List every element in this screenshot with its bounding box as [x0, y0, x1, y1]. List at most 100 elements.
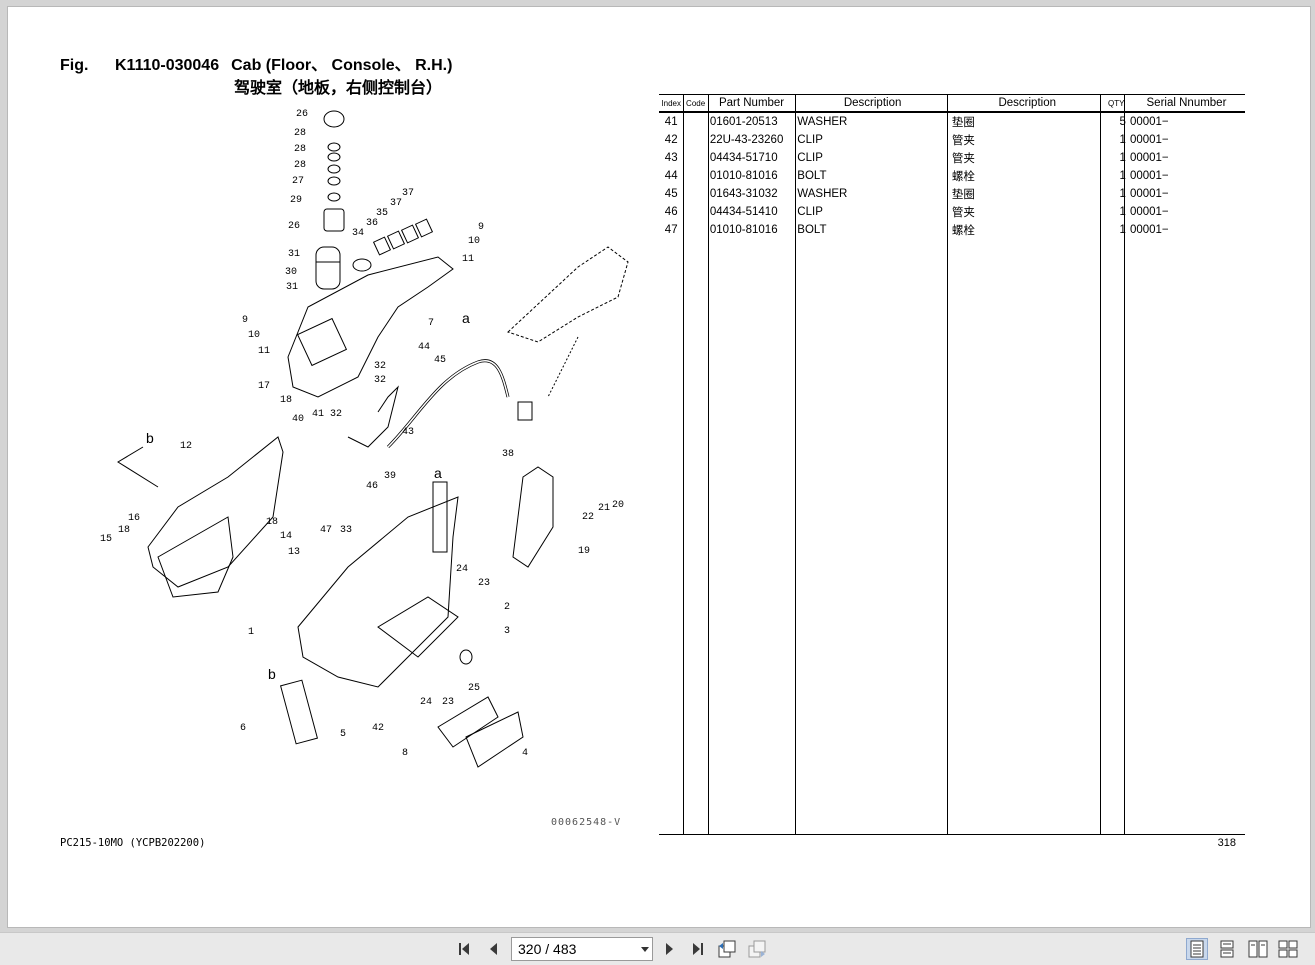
- cell-index: 41: [664, 116, 678, 128]
- drawing-number: 00062548-V: [551, 817, 622, 828]
- callout-label: 38: [502, 449, 514, 460]
- callout-label: 45: [434, 355, 446, 366]
- callout-label: 26: [288, 221, 300, 232]
- callout-label: 47: [320, 525, 332, 536]
- callout-label: 31: [286, 282, 298, 293]
- pointer-b: [117, 446, 159, 488]
- single-page-view-icon: [1190, 940, 1204, 958]
- next-view-button[interactable]: [746, 938, 768, 960]
- cell-index: 44: [664, 170, 678, 182]
- cell-part-number: 04434-51710: [709, 152, 778, 164]
- callout-label: 24: [456, 564, 468, 575]
- previous-view-button[interactable]: [716, 938, 738, 960]
- callout-label: a: [434, 465, 442, 481]
- table-row: 43 04434-51710 CLIP 管夹 1 00001−: [659, 149, 1245, 167]
- previous-view-icon: [718, 940, 736, 958]
- cell-description-cn: 垫圈: [951, 117, 975, 129]
- next-page-button[interactable]: [658, 938, 680, 960]
- model-label: PC215-10MO (YCPB202200): [60, 837, 206, 849]
- facing-view-button[interactable]: [1247, 938, 1269, 960]
- callout-label: 12: [180, 441, 192, 452]
- callout-label: 7: [428, 318, 434, 329]
- callout-label: 5: [340, 729, 346, 740]
- callout-label: a: [462, 310, 470, 326]
- previous-page-icon: [490, 943, 497, 955]
- cell-code: [683, 203, 707, 221]
- cell-description-en: CLIP: [797, 206, 823, 218]
- last-page-button[interactable]: [686, 938, 708, 960]
- cell-serial: 00001−: [1129, 206, 1169, 218]
- callout-label: 1: [248, 627, 254, 638]
- exploded-parts-diagram: 26 28 28 28 27 29 26 31 30 31 34 36 35 3…: [100, 109, 629, 768]
- page-number: 318: [1217, 837, 1236, 849]
- callout-label: 34: [352, 228, 364, 239]
- callout-label: 35: [376, 208, 388, 219]
- connector: [517, 401, 533, 421]
- first-page-button[interactable]: [454, 938, 476, 960]
- callout-label: 4: [522, 748, 528, 759]
- last-page-icon: [693, 943, 703, 955]
- callout-label: 40: [292, 414, 304, 425]
- figure-label: Fig.: [60, 57, 89, 74]
- continuous-view-button[interactable]: [1216, 938, 1238, 960]
- cell-qty: 1: [1119, 206, 1126, 218]
- cell-code: [683, 221, 707, 239]
- page-selector[interactable]: 320 / 483: [511, 937, 653, 961]
- frame-post: [432, 481, 448, 553]
- callout-label: 14: [280, 531, 292, 542]
- first-page-icon: [459, 943, 469, 955]
- figure-title: Cab (Floor、 Console、 R.H.): [231, 57, 453, 74]
- callout-label: 32: [374, 361, 386, 372]
- page-indicator: 320 / 483: [518, 941, 577, 957]
- cylinder-part: [315, 246, 341, 290]
- ring-part: [327, 152, 341, 162]
- cell-description-cn: 管夹: [951, 207, 975, 219]
- callout-label: 32: [374, 375, 386, 386]
- callout-label: 8: [402, 748, 408, 759]
- round-switch: [352, 258, 372, 272]
- callout-label: 26: [296, 109, 308, 120]
- callout-label: 10: [468, 236, 480, 247]
- next-page-icon: [666, 943, 673, 955]
- wire-harness: [347, 385, 399, 448]
- callout-label: 27: [292, 176, 304, 187]
- figure-subtitle: 驾驶室（地板，右侧控制台）: [234, 80, 443, 97]
- cell-description-cn: 螺栓: [951, 171, 975, 183]
- single-page-view-button[interactable]: [1186, 938, 1208, 960]
- cell-description-cn: 螺栓: [951, 225, 975, 237]
- callout-label: 46: [366, 481, 378, 492]
- continuous-facing-view-button[interactable]: [1277, 938, 1299, 960]
- cell-serial: 00001−: [1129, 188, 1169, 200]
- ring-part: [327, 164, 341, 174]
- callout-label: 39: [384, 471, 396, 482]
- cell-code: [683, 149, 707, 167]
- callout-label: 3: [504, 626, 510, 637]
- cell-description-en: BOLT: [797, 170, 827, 182]
- base-frame: [297, 496, 459, 688]
- cell-serial: 00001−: [1129, 116, 1169, 128]
- floor-plate: [377, 596, 459, 658]
- next-view-icon: [748, 940, 766, 958]
- cell-description-cn: 垫圈: [951, 189, 975, 201]
- callout-label: 28: [294, 128, 306, 139]
- callout-label: 2: [504, 602, 510, 613]
- cell-part-number: 01010-81016: [709, 224, 778, 236]
- cell-index: 43: [664, 152, 678, 164]
- callout-label: 19: [578, 546, 590, 557]
- callout-label: 18: [118, 525, 130, 536]
- side-panel: [147, 436, 284, 588]
- console-opening: [296, 317, 348, 367]
- cell-qty: 1: [1119, 224, 1126, 236]
- continuous-view-icon: [1220, 940, 1234, 958]
- switch-part: [323, 208, 345, 232]
- previous-page-button[interactable]: [483, 938, 505, 960]
- ring-part: [327, 192, 341, 202]
- armrest-outline: [507, 246, 629, 343]
- callout-label: 37: [390, 198, 402, 209]
- callout-label: 11: [258, 346, 270, 357]
- cell-serial: 00001−: [1129, 152, 1169, 164]
- cell-qty: 1: [1119, 188, 1126, 200]
- callout-label: 42: [372, 723, 384, 734]
